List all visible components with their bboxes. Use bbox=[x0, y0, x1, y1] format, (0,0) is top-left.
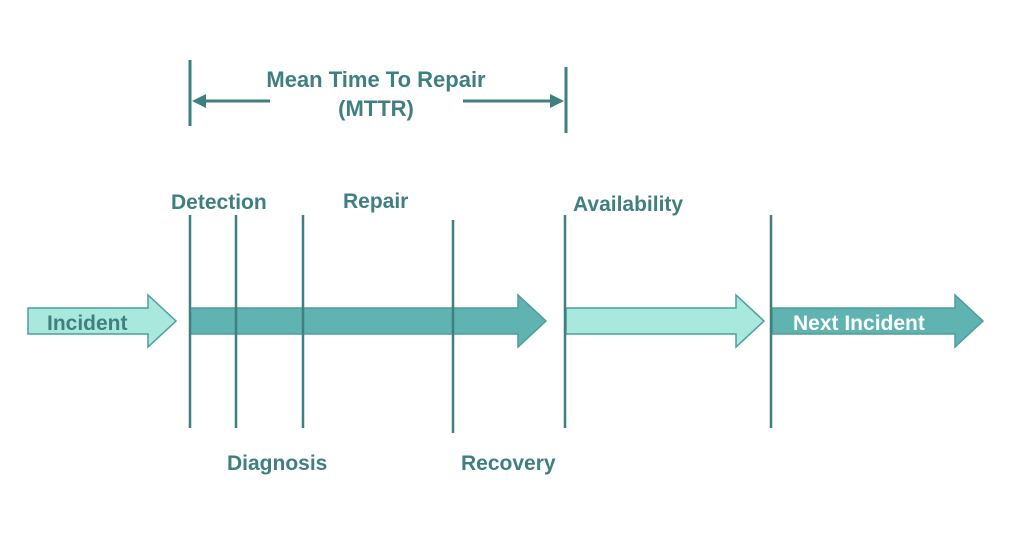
incident-label: Incident bbox=[47, 312, 128, 335]
detection-label: Detection bbox=[171, 191, 267, 214]
arrow-labels: Incident Next Incident bbox=[47, 312, 925, 335]
phase-labels: Detection Repair Availability Diagnosis … bbox=[171, 190, 683, 475]
mttr-left-arrowhead bbox=[192, 94, 206, 108]
flow-arrows bbox=[27, 293, 985, 349]
next-incident-label: Next Incident bbox=[793, 312, 925, 335]
mttr-abbreviation: (MTTR) bbox=[338, 96, 414, 121]
mttr-right-arrowhead bbox=[550, 94, 564, 108]
repair-arrow bbox=[189, 293, 548, 349]
availability-arrow bbox=[565, 293, 766, 349]
diagnosis-label: Diagnosis bbox=[227, 452, 327, 475]
mttr-title: Mean Time To Repair bbox=[266, 67, 486, 92]
recovery-label: Recovery bbox=[461, 452, 556, 475]
repair-label: Repair bbox=[343, 190, 408, 213]
phase-markers bbox=[188, 215, 773, 433]
incident-arrow bbox=[27, 293, 178, 349]
availability-label: Availability bbox=[573, 193, 683, 216]
next-incident-arrow bbox=[771, 293, 985, 349]
mttr-span: Mean Time To Repair (MTTR) bbox=[188, 60, 568, 133]
